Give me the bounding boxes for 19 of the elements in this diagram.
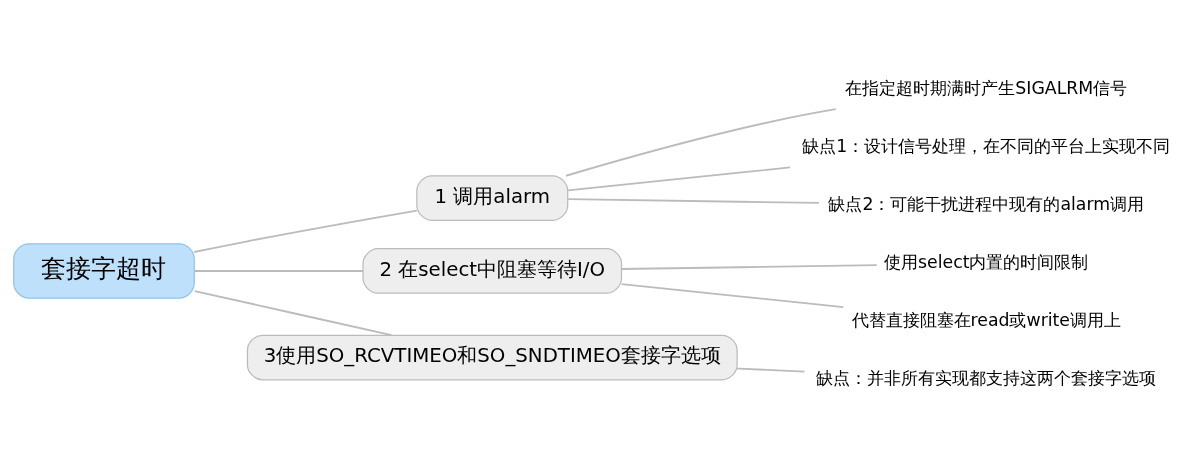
node-box: 1 调用alarm bbox=[416, 175, 569, 221]
connector bbox=[567, 198, 820, 204]
connector bbox=[565, 108, 837, 177]
connector bbox=[193, 209, 418, 253]
connector bbox=[567, 166, 791, 192]
node-box: 套接字超时 bbox=[13, 243, 195, 299]
node-text: 缺点1：设计信号处理，在不同的平台上实现不同 bbox=[802, 135, 1171, 156]
connector bbox=[736, 367, 806, 373]
node-text: 代替直接阻塞在read或write调用上 bbox=[851, 310, 1122, 331]
node-text: 缺点2：可能干扰进程中现有的alarm调用 bbox=[828, 194, 1145, 215]
node-box: 3使用SO_RCVTIMEO和SO_SNDTIMEO套接字选项 bbox=[246, 334, 738, 381]
node-text: 在指定超时期满时产生SIGALRM信号 bbox=[845, 77, 1128, 98]
connector bbox=[193, 270, 364, 272]
connector bbox=[620, 264, 878, 270]
node-text: 缺点：并非所有实现都支持这两个套接字选项 bbox=[816, 368, 1157, 389]
node-text: 使用select内置的时间限制 bbox=[884, 252, 1089, 273]
node-box: 2 在select中阻塞等待I/O bbox=[362, 248, 623, 294]
connector bbox=[620, 283, 845, 308]
connector bbox=[193, 290, 393, 337]
